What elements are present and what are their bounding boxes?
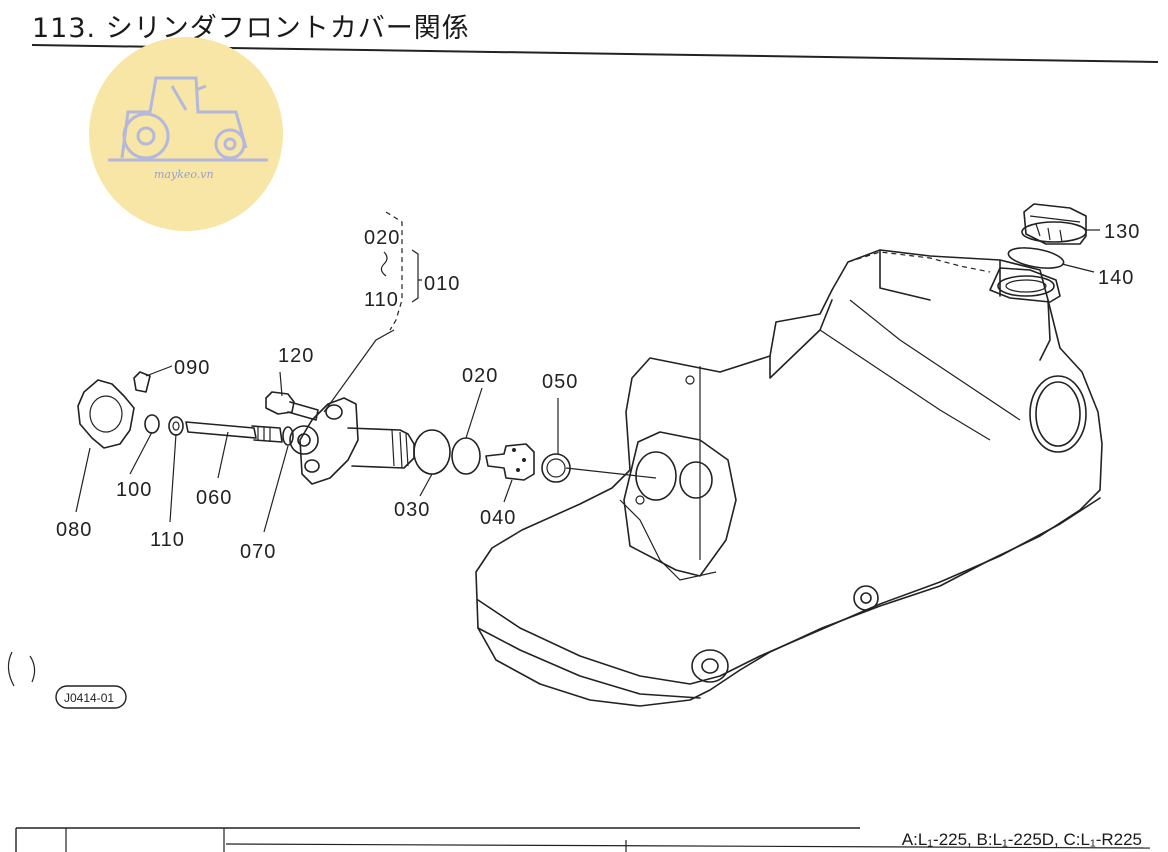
part-050-circlip [541,453,571,483]
callout-030: 030 [394,499,430,521]
part-060-shaft [185,421,283,443]
part-080-knob [77,379,135,449]
part-120-bolt [265,391,319,421]
callout-140: 140 [1098,267,1134,289]
part-110-washer [168,416,184,436]
part-090-pin [133,371,151,393]
footer-table [15,827,1151,852]
callout-130: 130 [1104,221,1140,243]
callout-110-lower: 110 [150,529,185,551]
part-040-spool [485,443,535,481]
callout-010: 010 [424,273,460,295]
callout-labels: 010 020 110 020 030 040 050 060 070 080 … [56,221,1140,563]
leader-lines [75,211,1100,533]
part-130-filler-cap [1021,203,1087,245]
part-020-o-ring [451,437,481,475]
watermark-logo: maykeo.vn [89,37,283,231]
callout-040: 040 [480,507,516,529]
callout-110-upper: 110 [364,289,399,311]
part-010-cover-assembly [289,397,415,485]
left-margin-mark [7,651,36,687]
part-070-o-ring [282,426,294,446]
callout-060: 060 [196,487,232,509]
figure-code: J0414-01 [64,691,114,705]
callout-020-upper: 020 [364,227,400,249]
callout-050: 050 [542,371,578,393]
part-030-o-ring [413,429,451,475]
watermark-text: maykeo.vn [154,168,214,181]
callout-100: 100 [116,479,152,501]
callout-080: 080 [56,519,92,541]
part-140-o-ring [1007,247,1065,269]
callout-090: 090 [174,357,210,379]
part-100-snap-ring [144,414,160,434]
model-applicability-note: A:L₁-225, B:L₁-225D, C:L₁-R225 [901,830,1142,849]
figure-code-badge: J0414-01 [55,685,127,709]
cylinder-cover-body [475,249,1103,707]
callout-070: 070 [240,541,276,563]
callout-020-lower: 020 [462,365,498,387]
page-title: 113. シリンダフロントカバー関係 [32,13,470,44]
callout-120: 120 [278,345,314,367]
